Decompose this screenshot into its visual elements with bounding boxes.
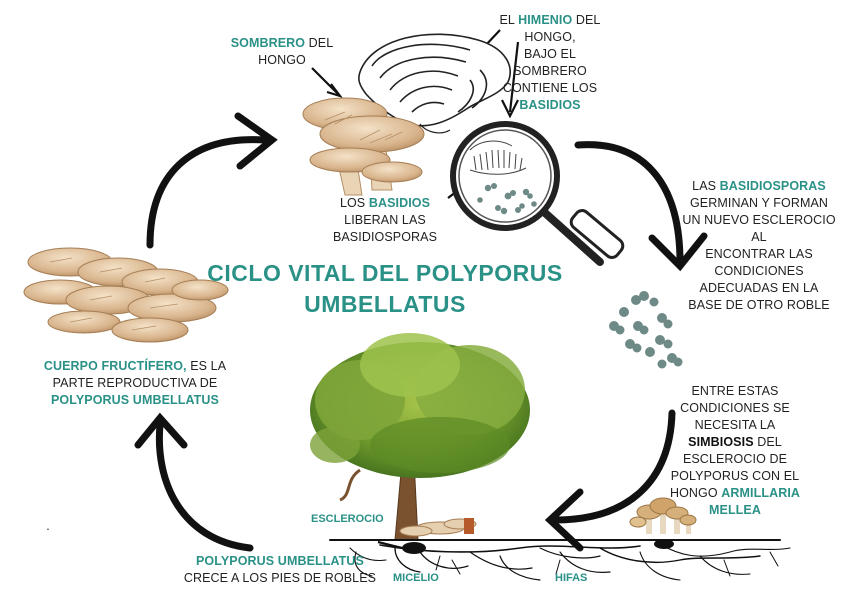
basidiosporas-text-2: GERMINAN Y FORMAN bbox=[689, 196, 829, 210]
sombrero-text-1: DEL bbox=[305, 36, 334, 50]
magnifier-icon bbox=[450, 121, 625, 266]
basidios-text-1: LOS bbox=[339, 196, 369, 210]
simbiosis-text-1: ENTRE ESTAS bbox=[691, 384, 779, 398]
sombrero-text-2: HONGO bbox=[258, 53, 306, 67]
simbiosis-text-7: HONGO bbox=[669, 486, 722, 500]
bracket-fungus-sketch bbox=[358, 33, 511, 134]
label-cuerpo-fructifero: CUERPO FRUCTÍFERO, ES LA PARTE REPRODUCT… bbox=[30, 358, 240, 409]
simbiosis-text-3: NECESITA LA bbox=[694, 418, 776, 432]
basidiosporas-text-6: CONDICIONES bbox=[714, 264, 804, 278]
basidios-text-3: BASIDIOSPORAS bbox=[332, 230, 438, 244]
cycle-arrow-top-left bbox=[146, 112, 278, 249]
armillaria-mushrooms bbox=[629, 497, 697, 534]
basidiosporas-text-5: ENCONTRAR LAS bbox=[705, 247, 813, 261]
term-cuerpo-fructifero: CUERPO FRUCTÍFERO, bbox=[43, 359, 187, 373]
basidiosporas-text-4: AL bbox=[751, 230, 767, 244]
term-himenio: HIMENIO bbox=[518, 13, 573, 27]
label-himenio: EL HIMENIO DEL HONGO, BAJO EL SOMBRERO C… bbox=[490, 12, 610, 114]
term-polyporus-umbellatus-2: POLYPORUS UMBELLATUS bbox=[196, 554, 364, 568]
label-esclerocio: ESCLEROCIO bbox=[311, 513, 384, 525]
term-mellea: MELLEA bbox=[709, 503, 761, 517]
label-basidios: LOS BASIDIOS LIBERAN LAS BASIDIOSPORAS bbox=[325, 195, 445, 246]
cycle-arrow-bottom-right bbox=[544, 409, 676, 552]
himenio-text-3: HONGO, bbox=[524, 30, 576, 44]
term-basidiosporas: BASIDIOSPORAS bbox=[719, 179, 826, 193]
oak-tree bbox=[310, 333, 530, 541]
tree-base-fungi bbox=[399, 518, 477, 537]
term-armillaria: ARMILLARIA bbox=[721, 486, 801, 500]
term-basidios: BASIDIOS bbox=[519, 98, 581, 112]
term-basidios-2: BASIDIOS bbox=[368, 196, 431, 210]
simbiosis-text-5: ESCLEROCIO DE bbox=[682, 452, 788, 466]
label-hifas: HIFAS bbox=[555, 572, 588, 584]
roots-and-hyphae bbox=[329, 539, 791, 581]
diagram-title: CICLO VITAL DEL POLYPORUS UMBELLATUS bbox=[205, 258, 565, 320]
himenio-text-5: SOMBRERO bbox=[513, 64, 587, 78]
himenio-text-1: EL bbox=[499, 13, 519, 27]
spores-cluster bbox=[609, 291, 683, 369]
label-crece: POLYPORUS UMBELLATUS CRECE A LOS PIES DE… bbox=[180, 553, 380, 587]
term-sombrero: SOMBRERO bbox=[230, 36, 306, 50]
stray-dot: . bbox=[46, 519, 50, 533]
label-basidiosporas: LAS BASIDIOSPORAS GERMINAN Y FORMAN UN N… bbox=[680, 178, 838, 314]
title-line-1: CICLO VITAL DEL POLYPORUS bbox=[207, 260, 563, 286]
oyster-mushroom-cluster bbox=[23, 247, 229, 343]
basidiosporas-text-7: ADECUADAS EN LA bbox=[699, 281, 819, 295]
cycle-arrow-top-right bbox=[574, 141, 708, 272]
cycle-arrow-bottom-left bbox=[134, 412, 254, 552]
term-polyporus-umbellatus: POLYPORUS UMBELLATUS bbox=[51, 393, 219, 407]
simbiosis-text-2: CONDICIONES SE bbox=[680, 401, 790, 415]
basidiosporas-text-3: UN NUEVO ESCLEROCIO bbox=[682, 213, 836, 227]
himenio-text-4: BAJO EL bbox=[523, 47, 577, 61]
mushroom-cluster-top bbox=[302, 97, 425, 196]
title-line-2: UMBELLATUS bbox=[304, 291, 466, 317]
label-sombrero: SOMBRERO DEL HONGO bbox=[222, 35, 342, 69]
basidiosporas-text-8: BASE DE OTRO ROBLE bbox=[688, 298, 830, 312]
label-simbiosis: ENTRE ESTAS CONDICIONES SE NECESITA LA S… bbox=[660, 383, 810, 519]
simbiosis-text-4: DEL bbox=[753, 435, 782, 449]
term-simbiosis: SIMBIOSIS bbox=[688, 435, 754, 449]
himenio-text-6: CONTIENE LOS bbox=[502, 81, 598, 95]
crece-text: CRECE A LOS PIES DE ROBLES bbox=[183, 571, 377, 585]
simbiosis-text-6: POLYPORUS CON EL bbox=[670, 469, 800, 483]
basidios-text-2: LIBERAN LAS bbox=[344, 213, 426, 227]
himenio-text-2: DEL bbox=[572, 13, 601, 27]
basidiosporas-text-1: LAS bbox=[692, 179, 720, 193]
label-micelio: MICELIO bbox=[393, 572, 439, 584]
cuerpo-text-1: ES LA bbox=[186, 359, 227, 373]
cuerpo-text-2: PARTE REPRODUCTIVA DE bbox=[52, 376, 218, 390]
